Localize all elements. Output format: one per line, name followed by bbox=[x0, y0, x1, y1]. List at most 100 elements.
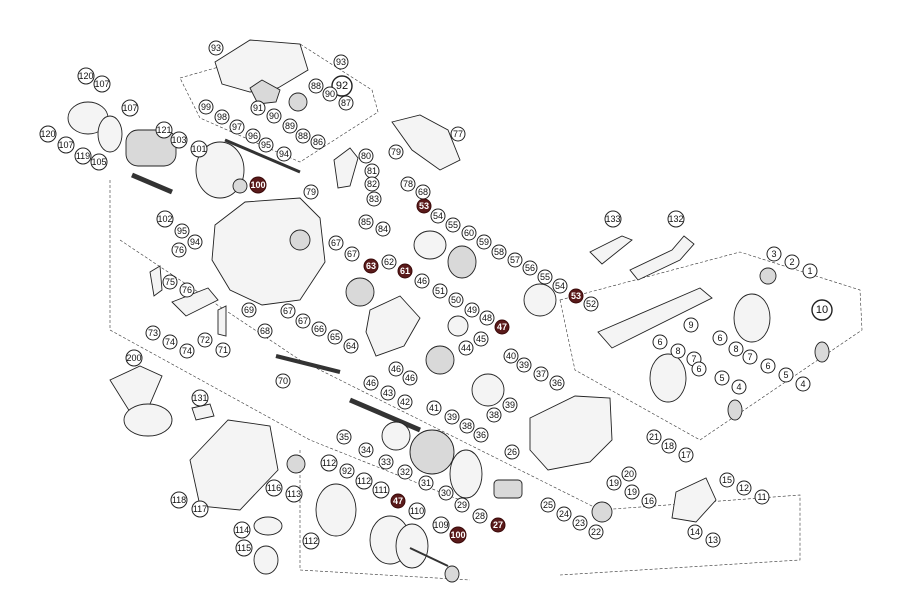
callout-number: 6 bbox=[765, 361, 770, 371]
callout-34: 34 bbox=[358, 442, 374, 458]
callout-number: 14 bbox=[690, 527, 700, 537]
callout-75: 75 bbox=[162, 274, 178, 290]
callout-number: 6 bbox=[696, 364, 701, 374]
callout-15: 15 bbox=[719, 472, 735, 488]
callout-circle bbox=[249, 176, 267, 194]
callout-number: 46 bbox=[417, 276, 427, 286]
callout-circle bbox=[328, 235, 344, 251]
callout-112: 112 bbox=[302, 532, 320, 550]
callout-number: 39 bbox=[447, 412, 457, 422]
callout-number: 70 bbox=[278, 376, 288, 386]
callout-number: 68 bbox=[418, 187, 428, 197]
callout-circle bbox=[308, 78, 324, 94]
callout-number: 67 bbox=[347, 249, 357, 259]
callout-circle bbox=[705, 532, 721, 548]
callout-circle bbox=[320, 454, 338, 472]
callout-112: 112 bbox=[355, 472, 373, 490]
callout-number: 25 bbox=[543, 500, 553, 510]
callout-55: 55 bbox=[445, 217, 461, 233]
callout-layer: 9393928890879190898886120107107120107119… bbox=[39, 40, 833, 557]
callout-88: 88 bbox=[308, 78, 324, 94]
callout-number: 107 bbox=[94, 79, 109, 89]
callout-102: 102 bbox=[156, 210, 174, 228]
callout-number: 71 bbox=[218, 345, 228, 355]
callout-number: 69 bbox=[244, 305, 254, 315]
callout-circle bbox=[552, 278, 568, 294]
handle-knob-left-part bbox=[649, 353, 687, 403]
callout-number: 111 bbox=[374, 485, 388, 495]
gear-plate-part bbox=[365, 295, 421, 357]
clip-71-part bbox=[217, 305, 227, 337]
callout-number: 101 bbox=[191, 144, 206, 154]
callout-circle bbox=[229, 119, 245, 135]
callout-circle bbox=[459, 418, 475, 434]
callout-number: 15 bbox=[722, 475, 732, 485]
callout-circle bbox=[687, 524, 703, 540]
motor-part bbox=[125, 129, 177, 167]
callout-73: 73 bbox=[145, 325, 161, 341]
callout-circle bbox=[336, 429, 352, 445]
callout-8: 8 bbox=[728, 341, 744, 357]
callout-65: 65 bbox=[327, 329, 343, 345]
callout-number: 39 bbox=[505, 400, 515, 410]
callout-85: 85 bbox=[358, 214, 374, 230]
callout-20: 20 bbox=[621, 466, 637, 482]
callout-88: 88 bbox=[295, 128, 311, 144]
callout-number: 79 bbox=[306, 187, 316, 197]
callout-38: 38 bbox=[486, 407, 502, 423]
callout-number: 67 bbox=[283, 306, 293, 316]
callout-number: 107 bbox=[58, 140, 73, 150]
callout-number: 81 bbox=[367, 166, 377, 176]
callout-1: 1 bbox=[802, 263, 818, 279]
clutch-gear-part bbox=[471, 373, 505, 407]
callout-number: 44 bbox=[461, 343, 471, 353]
callout-24: 24 bbox=[556, 506, 572, 522]
callout-54: 54 bbox=[552, 278, 568, 294]
lever-80-part bbox=[333, 147, 359, 189]
callout-39: 39 bbox=[444, 409, 460, 425]
callout-27: 27 bbox=[490, 517, 506, 533]
callout-10: 10 bbox=[811, 299, 833, 321]
callout-circle bbox=[358, 214, 374, 230]
callout-92: 92 bbox=[339, 463, 355, 479]
callout-circle bbox=[191, 500, 209, 518]
callout-number: 92 bbox=[342, 466, 352, 476]
callout-circle bbox=[276, 146, 292, 162]
callout-87: 87 bbox=[338, 95, 354, 111]
callout-number: 54 bbox=[555, 281, 565, 291]
callout-circle bbox=[766, 246, 782, 262]
level-wind-shaft-part bbox=[275, 354, 341, 374]
callout-circle bbox=[257, 323, 273, 339]
callout-circle bbox=[363, 375, 379, 391]
callout-circle bbox=[162, 274, 178, 290]
callout-number: 112 bbox=[357, 476, 371, 486]
wrench-132-part bbox=[629, 235, 695, 281]
callout-93: 93 bbox=[208, 40, 224, 56]
callout-200: 200 bbox=[125, 349, 143, 367]
callout-number: 41 bbox=[429, 403, 439, 413]
callout-number: 39 bbox=[519, 360, 529, 370]
callout-number: 77 bbox=[453, 129, 463, 139]
callout-number: 99 bbox=[201, 102, 211, 112]
callout-120: 120 bbox=[39, 125, 57, 143]
callout-circle bbox=[93, 75, 111, 93]
callout-72: 72 bbox=[197, 332, 213, 348]
callout-number: 22 bbox=[591, 527, 601, 537]
callout-94: 94 bbox=[187, 234, 203, 250]
callout-97: 97 bbox=[229, 119, 245, 135]
callout-number: 16 bbox=[644, 496, 654, 506]
callout-115: 115 bbox=[235, 539, 253, 557]
callout-circle bbox=[390, 493, 406, 509]
callout-circle bbox=[486, 407, 502, 423]
callout-circle bbox=[125, 349, 143, 367]
callout-number: 56 bbox=[525, 263, 535, 273]
callout-53: 53 bbox=[568, 288, 584, 304]
callout-number: 79 bbox=[391, 147, 401, 157]
callout-number: 19 bbox=[609, 478, 619, 488]
callout-circle bbox=[245, 128, 261, 144]
callout-number: 12 bbox=[739, 483, 749, 493]
callout-circle bbox=[295, 128, 311, 144]
callout-29: 29 bbox=[454, 497, 470, 513]
callout-circle bbox=[568, 288, 584, 304]
bracket-73-part bbox=[171, 287, 219, 317]
